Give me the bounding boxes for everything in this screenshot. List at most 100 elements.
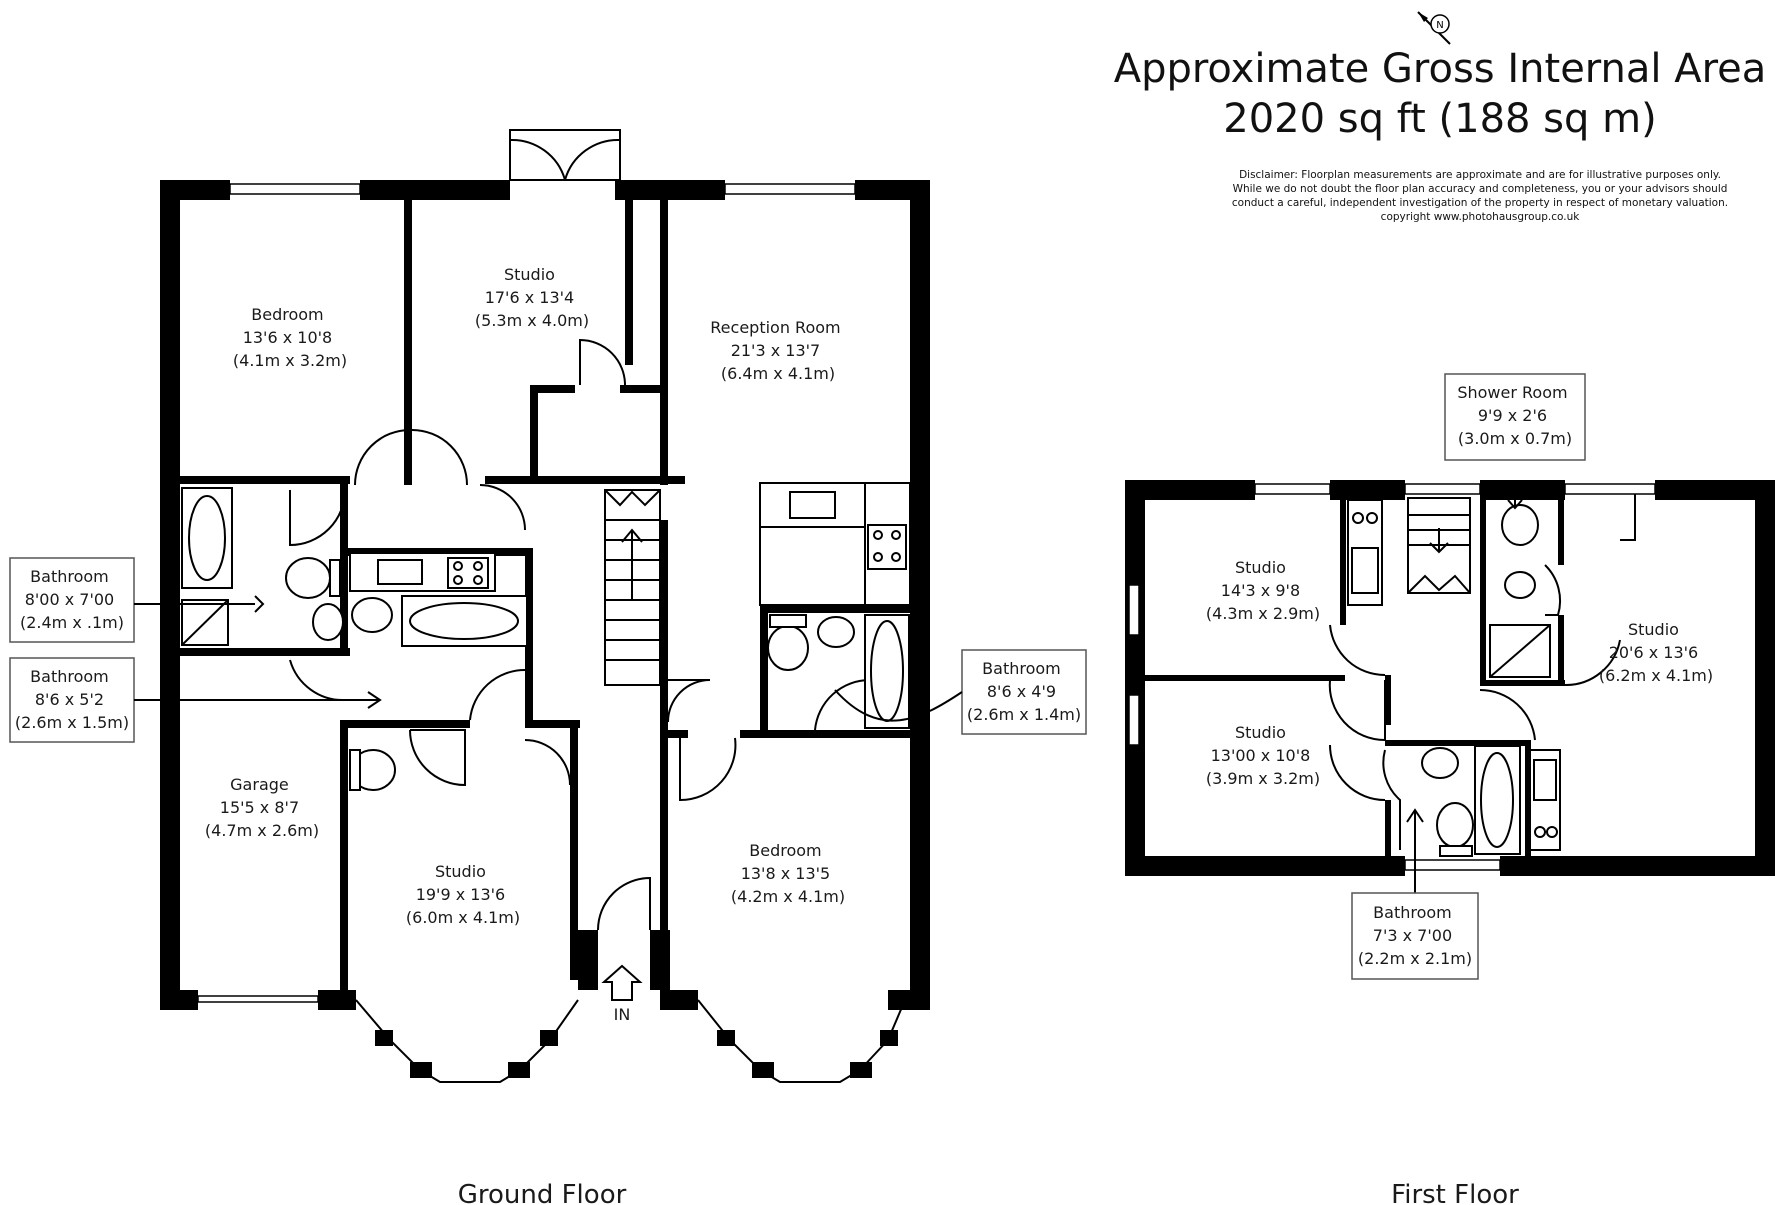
room-label-studio: Studio 13'00 x 10'8 (3.9m x 3.2m)	[1206, 723, 1320, 788]
toilet-icon	[1501, 504, 1539, 546]
ff-wall-top	[1330, 480, 1405, 500]
door-swing	[509, 138, 621, 181]
ff-wall-internal	[1385, 675, 1391, 725]
gf-wall-internal	[340, 484, 348, 654]
floor-label-first-floor: First Floor	[1391, 1180, 1519, 1205]
compass-icon: N	[1417, 11, 1451, 45]
gf-bay-pillar	[752, 1062, 774, 1078]
door-swing	[524, 739, 571, 786]
gf-wall-internal	[740, 730, 910, 738]
door-swing	[469, 668, 526, 721]
callout-leader	[1620, 494, 1636, 541]
ff-wall-top	[1125, 480, 1255, 500]
gf-fixtures	[181, 482, 911, 791]
first-floor-plan: Studio 14'3 x 9'8 (4.3m x 2.9m) Studio 1…	[1125, 373, 1775, 1205]
gf-wall-internal	[660, 520, 668, 735]
ff-wall-internal	[1558, 500, 1564, 565]
toilet-icon	[285, 557, 331, 599]
toilet-icon	[767, 625, 809, 671]
gf-wall-bottom	[660, 990, 698, 1010]
door-swing	[354, 429, 468, 486]
gf-wall-top	[615, 180, 725, 200]
ff-wall-right	[1755, 480, 1775, 876]
gf-wall-internal	[760, 605, 910, 613]
ff-window	[1128, 694, 1140, 746]
door-swing	[1564, 639, 1621, 687]
hob-icon	[867, 524, 907, 570]
gf-bay-pillar	[880, 1030, 898, 1046]
gf-wall-top	[360, 180, 510, 200]
gf-wall-internal	[760, 605, 768, 735]
ff-wall-bottom	[1125, 856, 1405, 876]
gf-wall-internal	[404, 200, 412, 485]
gf-garage-door	[197, 995, 319, 1003]
ff-wall-internal	[1385, 800, 1391, 860]
gf-wall-internal	[525, 548, 533, 728]
ff-wall-bottom	[1500, 856, 1775, 876]
gf-bay-pillar	[508, 1062, 530, 1078]
gf-bay-pillar	[410, 1062, 432, 1078]
gf-wall-internal	[340, 720, 470, 728]
door-swing	[579, 338, 626, 386]
gf-wall-internal	[530, 385, 575, 393]
gf-wall-internal	[660, 200, 668, 485]
gf-bay-pillar	[375, 1030, 393, 1046]
room-label-studio: Studio 14'3 x 9'8 (4.3m x 2.9m)	[1206, 558, 1320, 623]
disclaimer-line: While we do not doubt the floor plan acc…	[1232, 183, 1728, 195]
entrance-label: IN	[614, 1005, 631, 1024]
room-label-studio: Studio 19'9 x 13'6 (6.0m x 4.1m)	[406, 862, 520, 927]
callout-arrow-icon	[1406, 808, 1424, 893]
basin-icon	[351, 597, 393, 633]
door-swing	[1328, 679, 1386, 742]
room-label-studio: Studio 17'6 x 13'4 (5.3m x 4.0m)	[475, 265, 589, 330]
svg-text:Bathroom 8'00 x 7'00: Bathroom 8'00 x 7'00 (2.4m x .1m)	[20, 567, 124, 632]
disclaimer-line: conduct a careful, independent investiga…	[1231, 197, 1729, 209]
gf-wall-bottom	[888, 990, 930, 1010]
sink-icon	[1351, 547, 1379, 594]
room-label-reception-room: Reception Room 21'3 x 13'7 (6.4m x 4.1m)	[710, 318, 845, 383]
svg-text:Bathroom 7'3 x 7'00: Bathroom 7'3 x 7'00 (2.2m x 2.1m)	[1358, 903, 1472, 968]
disclaimer-text: Disclaimer: Floorplan measurements are a…	[1190, 168, 1770, 224]
gf-wall-top	[160, 180, 230, 200]
ff-wall-internal	[1385, 740, 1525, 746]
gf-window	[229, 183, 361, 195]
ff-wall-internal	[1525, 740, 1531, 860]
gf-wall-bottom	[318, 990, 356, 1010]
ff-wall-top	[1480, 480, 1565, 500]
gf-wall-internal	[525, 720, 580, 728]
ff-staircase	[1407, 497, 1471, 594]
door-swing	[814, 678, 871, 731]
basin-icon	[1504, 571, 1536, 599]
gf-wall-internal	[485, 476, 685, 484]
hob-icon	[447, 557, 489, 589]
ff-wall-internal	[1480, 500, 1486, 685]
ff-window	[1564, 483, 1656, 495]
door-swing	[1329, 744, 1386, 801]
door-swing	[289, 659, 346, 702]
door-swing	[289, 489, 346, 547]
door-swing	[479, 484, 526, 531]
ff-wall-left	[1125, 480, 1145, 876]
ff-fixtures	[1347, 499, 1561, 857]
door-swing	[597, 876, 651, 931]
room-label-garage: Garage 15'5 x 8'7 (4.7m x 2.6m)	[205, 775, 319, 840]
basin-icon	[312, 603, 344, 641]
gf-wall-entrance	[650, 930, 670, 990]
gf-bay-pillar	[717, 1030, 735, 1046]
entrance-arrow-icon	[601, 964, 643, 1001]
door-swing	[1382, 749, 1401, 850]
callout-shower-room: Shower Room 9'9 x 2'6 (3.0m x 0.7m)	[1444, 373, 1586, 461]
gf-wall-internal	[625, 200, 633, 365]
ff-wall-internal	[1480, 680, 1565, 686]
callout-arrow-icon	[254, 595, 265, 613]
svg-text:Shower Room 9'9 x 2'6: Shower Room 9'9 x 2'6 (3.0m x 0.7m)	[1457, 383, 1572, 448]
ff-window	[1404, 859, 1501, 871]
ff-wall-internal	[1558, 615, 1564, 685]
gf-wall-internal	[660, 730, 668, 1000]
disclaimer-line: Disclaimer: Floorplan measurements are a…	[1239, 169, 1721, 181]
callout-bathroom: Bathroom 8'6 x 5'2 (2.6m x 1.5m)	[9, 657, 382, 743]
french-doors	[509, 129, 621, 181]
door-swing	[1544, 564, 1562, 616]
gf-wall-right	[910, 180, 930, 1010]
